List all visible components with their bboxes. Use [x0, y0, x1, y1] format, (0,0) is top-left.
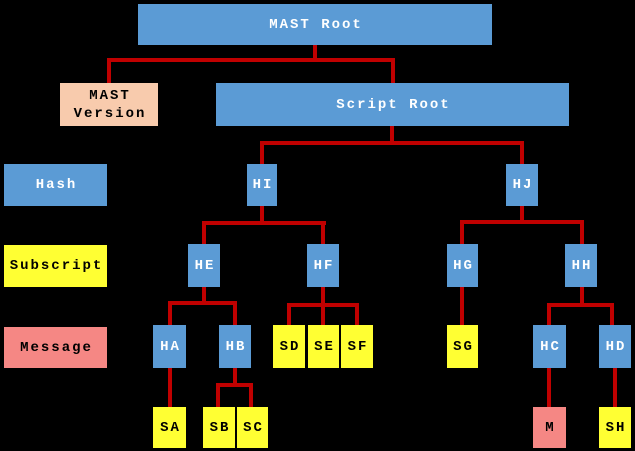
node-hd: HD [599, 325, 631, 368]
node-sa: SA [153, 407, 186, 448]
connector-line [520, 206, 524, 224]
connector-line [216, 383, 253, 387]
node-he: HE [188, 244, 220, 287]
connector-line [313, 45, 317, 62]
node-mast-root: MAST Root [138, 4, 492, 45]
connector-line [287, 303, 359, 307]
connector-line [460, 287, 464, 325]
connector-line [202, 221, 326, 225]
node-sf: SF [341, 325, 373, 368]
connector-line [168, 301, 172, 325]
node-hc: HC [533, 325, 566, 368]
connector-line [321, 221, 325, 244]
node-ha: HA [153, 325, 186, 368]
node-sg: SG [447, 325, 478, 368]
connector-line [249, 383, 253, 407]
connector-line [260, 206, 264, 225]
connector-line [390, 126, 394, 145]
connector-line [233, 301, 237, 325]
node-sh: SH [599, 407, 631, 448]
node-hb: HB [219, 325, 251, 368]
connector-line [580, 220, 584, 244]
connector-line [233, 368, 237, 385]
connector-line [202, 287, 206, 305]
node-hg: HG [447, 244, 478, 287]
node-hf: HF [307, 244, 339, 287]
connector-line [520, 141, 524, 164]
connector-line [580, 287, 584, 305]
node-hh: HH [565, 244, 597, 287]
connector-line [260, 141, 524, 145]
connector-line [107, 58, 111, 83]
node-hj: HJ [506, 164, 538, 206]
node-mast-version: MAST Version [60, 83, 158, 126]
node-se: SE [308, 325, 339, 368]
connector-line [460, 220, 584, 224]
connector-line [260, 141, 264, 164]
connector-line [287, 303, 291, 325]
connector-line [460, 220, 464, 244]
legend-subscript: Subscript [4, 245, 107, 287]
node-mast-version-line1: MAST [89, 87, 131, 104]
connector-line [610, 303, 614, 325]
connector-line [168, 368, 172, 407]
connector-line [216, 383, 220, 407]
node-script-root: Script Root [216, 83, 569, 126]
node-hi: HI [247, 164, 277, 206]
connector-line [547, 303, 614, 307]
connector-line [613, 368, 617, 407]
legend-message: Message [4, 327, 107, 368]
connector-line [547, 368, 551, 407]
node-mast-version-line2: Version [73, 105, 147, 122]
connector-line [391, 58, 395, 83]
node-sb: SB [203, 407, 235, 448]
connector-line [547, 303, 551, 325]
connector-line [107, 58, 395, 62]
legend-hash: Hash [4, 164, 107, 206]
node-sd: SD [273, 325, 305, 368]
node-m: M [533, 407, 566, 448]
connector-line [355, 303, 359, 325]
node-sc: SC [237, 407, 268, 448]
connector-line [202, 221, 206, 244]
connector-line [168, 301, 237, 305]
